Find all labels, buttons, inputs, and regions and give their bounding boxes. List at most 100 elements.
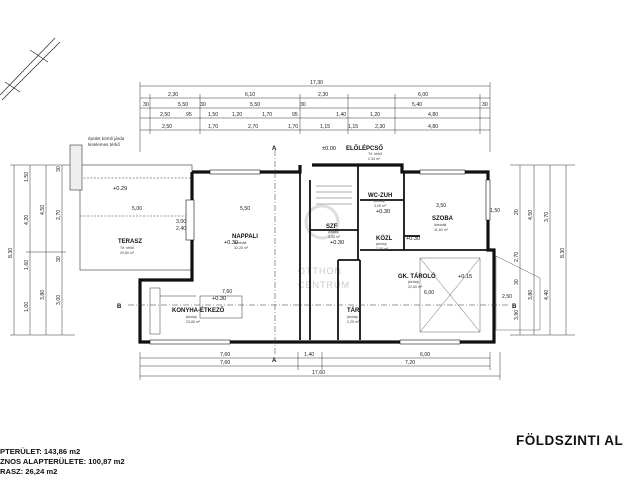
dim-top-r2-1: 2,30: [168, 92, 178, 98]
dim-right-c1-3: 30: [514, 279, 520, 285]
dim-top-r4-9: 4,80: [428, 112, 438, 118]
room-kozl: KÖZL járólap 2,50 m² +0.30: [375, 235, 420, 251]
dim-top-r2-4: 6,00: [418, 92, 428, 98]
right-dimension-labels: 20 4,50 3,80 3,70 4,40 8,30 2,70 30 3,90: [514, 209, 566, 320]
level-entry: ±0.00: [322, 146, 336, 152]
room-eloleptcso: ELŐLÉPCSŐ Té. térkő 2,34 m² ±0.00: [322, 144, 383, 161]
room-tar-sub1: járólap: [346, 315, 358, 319]
dim-right-c1-4: 3,90: [514, 310, 520, 320]
room-eloleptcso-sub2: 2,34 m²: [368, 157, 381, 161]
dim-left-c4-2: 2,70: [56, 210, 62, 220]
dim-inner-terasz-h: 2,40: [176, 226, 186, 232]
dim-top-r3-6: 5,40: [412, 102, 422, 108]
dim-right-c2-1: 4,50: [528, 210, 534, 220]
dim-top-r4-5: 1,70: [262, 112, 272, 118]
dim-inner-nappali-w: 5,50: [240, 206, 250, 212]
dim-top-r3-4: 5,50: [250, 102, 260, 108]
room-konyha-sub2: 23,80 m²: [186, 320, 201, 324]
dim-top-r5-2: 1,70: [208, 124, 218, 130]
dim-top-r3-5: 30: [300, 102, 306, 108]
note-paving: kiselemes térkő: [88, 142, 120, 147]
dim-left-outer: 8,30: [8, 248, 14, 258]
room-szoba-sub2: 11,80 m²: [434, 228, 449, 232]
room-szf-name: SZF: [326, 224, 338, 230]
room-eloleptcso-name: ELŐLÉPCSŐ: [346, 144, 383, 152]
dim-inner-gk-h: 2,50: [502, 294, 512, 300]
room-gk-name: GK. TÁROLÓ: [398, 272, 436, 280]
level-wc: +0.30: [376, 209, 390, 215]
dim-top-r3-1: 30: [143, 102, 149, 108]
dim-top-r4-4: 1,20: [232, 112, 242, 118]
bottom-dimensions: [139, 352, 501, 380]
room-kozl-name: KÖZL: [376, 235, 393, 242]
watermark-line1: OTTHON: [298, 266, 342, 276]
dim-right-c3-1: 3,70: [544, 212, 550, 222]
dim-bottom-r2-1: 7,60: [220, 360, 230, 366]
dim-top-r4-8: 1,20: [370, 112, 380, 118]
room-wc-sub1: járólap: [373, 199, 385, 203]
dim-top-r5-4: 1,70: [288, 124, 298, 130]
section-b-left: B: [117, 304, 122, 310]
dim-top-r2-2: 6,10: [245, 92, 255, 98]
dim-top-r5-3: 2,70: [248, 124, 258, 130]
room-wc: WC-ZUH járólap 3,05 m² +0.30: [368, 193, 392, 215]
kitchen-furniture: [149, 287, 243, 335]
room-szoba-name: SZOBA: [432, 216, 454, 222]
dim-inner-szoba-h: 1,50: [490, 208, 500, 214]
dim-top-r5-7: 2,30: [375, 124, 385, 130]
room-terasz-sub1: Té. térkő: [120, 246, 134, 250]
right-dimensions: [510, 164, 575, 336]
room-tar-sub2: 2,25 m²: [347, 320, 360, 324]
watermark-line2: CENTRUM: [298, 280, 350, 290]
dim-right-outer: 8,30: [560, 248, 566, 258]
room-konyha-name: KONYHA-ÉTKEZŐ: [172, 306, 225, 314]
dim-top-r4-1: 2,50: [160, 112, 170, 118]
section-a-bottom: A: [272, 358, 277, 364]
dim-top-r4-7: 1,40: [336, 112, 346, 118]
level-gk: +0.15: [458, 274, 472, 280]
room-gk: GK. TÁROLÓ járólap 22,60 m² +0.15: [398, 272, 472, 289]
room-eloleptcso-sub1: Té. térkő: [368, 152, 382, 156]
garage-roof-lines: [419, 255, 541, 333]
room-szoba-sub1: laminált: [434, 223, 446, 227]
dim-left-c2-3: 1,60: [24, 260, 30, 270]
stat-floor-area: PTERÜLET: 143,86 m2: [0, 447, 81, 456]
section-a-top: A: [272, 146, 277, 152]
dim-top-overall: 17,30: [310, 80, 323, 86]
left-dimension-labels: 8,30 1,50 4,20 1,60 1,00 4,50 3,80 30 2,…: [8, 166, 62, 312]
section-markers: A A B B: [117, 146, 517, 364]
dim-top-r5-1: 2,50: [162, 124, 172, 130]
dim-left-c4-4: 3,00: [56, 295, 62, 305]
inner-dimension-labels: 5,50 5,00 3,50 6,00 7,60 3,00 2,40 1,50 …: [132, 203, 512, 300]
section-b-right: B: [512, 304, 517, 310]
dim-top-r4-2: 95: [186, 112, 192, 118]
dim-top-r3-7: 30: [482, 102, 488, 108]
dim-left-c4-3: 30: [56, 256, 62, 262]
top-dimension-labels: 17,30 2,30 6,10 2,30 6,00 30 5,50 30 5,5…: [143, 80, 488, 130]
room-nappali: NAPPALI laminált 32,25 m² +0.30: [224, 234, 258, 250]
dim-left-c3-1: 4,50: [40, 205, 46, 215]
room-nappali-name: NAPPALI: [232, 234, 258, 240]
dim-inner-szoba-w: 3,50: [436, 203, 446, 209]
room-terasz-sub2: 29,60 m²: [120, 251, 135, 255]
dim-inner-terasz-w: 5,00: [132, 206, 142, 212]
level-szf: +0.30: [330, 240, 344, 246]
dim-inner-konyha-w: 7,60: [222, 289, 232, 295]
level-nappali: +0.30: [224, 240, 238, 246]
dim-left-c2-2: 4,20: [24, 215, 30, 225]
dim-bottom-r1-2: 1,40: [304, 352, 314, 358]
dim-top-r3-3: 30: [200, 102, 206, 108]
dim-left-c2-1: 1,50: [24, 172, 30, 182]
dim-right-c1-2: 2,70: [514, 252, 520, 262]
room-gk-sub2: 22,60 m²: [408, 285, 423, 289]
dim-top-r5-8: 4,80: [428, 124, 438, 130]
drawing-title: FÖLDSZINTI AL: [516, 433, 624, 448]
dim-bottom-r2-2: 7,20: [405, 360, 415, 366]
dim-top-r5-5: 1,15: [320, 124, 330, 130]
room-terasz: TERASZ Té. térkő 29,60 m² +0.29: [113, 186, 142, 255]
room-szf: SZF járólap 3,05 m² +0.30: [326, 224, 344, 246]
room-szoba: SZOBA laminált 11,80 m²: [432, 216, 454, 232]
dim-top-r4-3: 1,50: [208, 112, 218, 118]
room-gk-sub1: járólap: [407, 280, 419, 284]
